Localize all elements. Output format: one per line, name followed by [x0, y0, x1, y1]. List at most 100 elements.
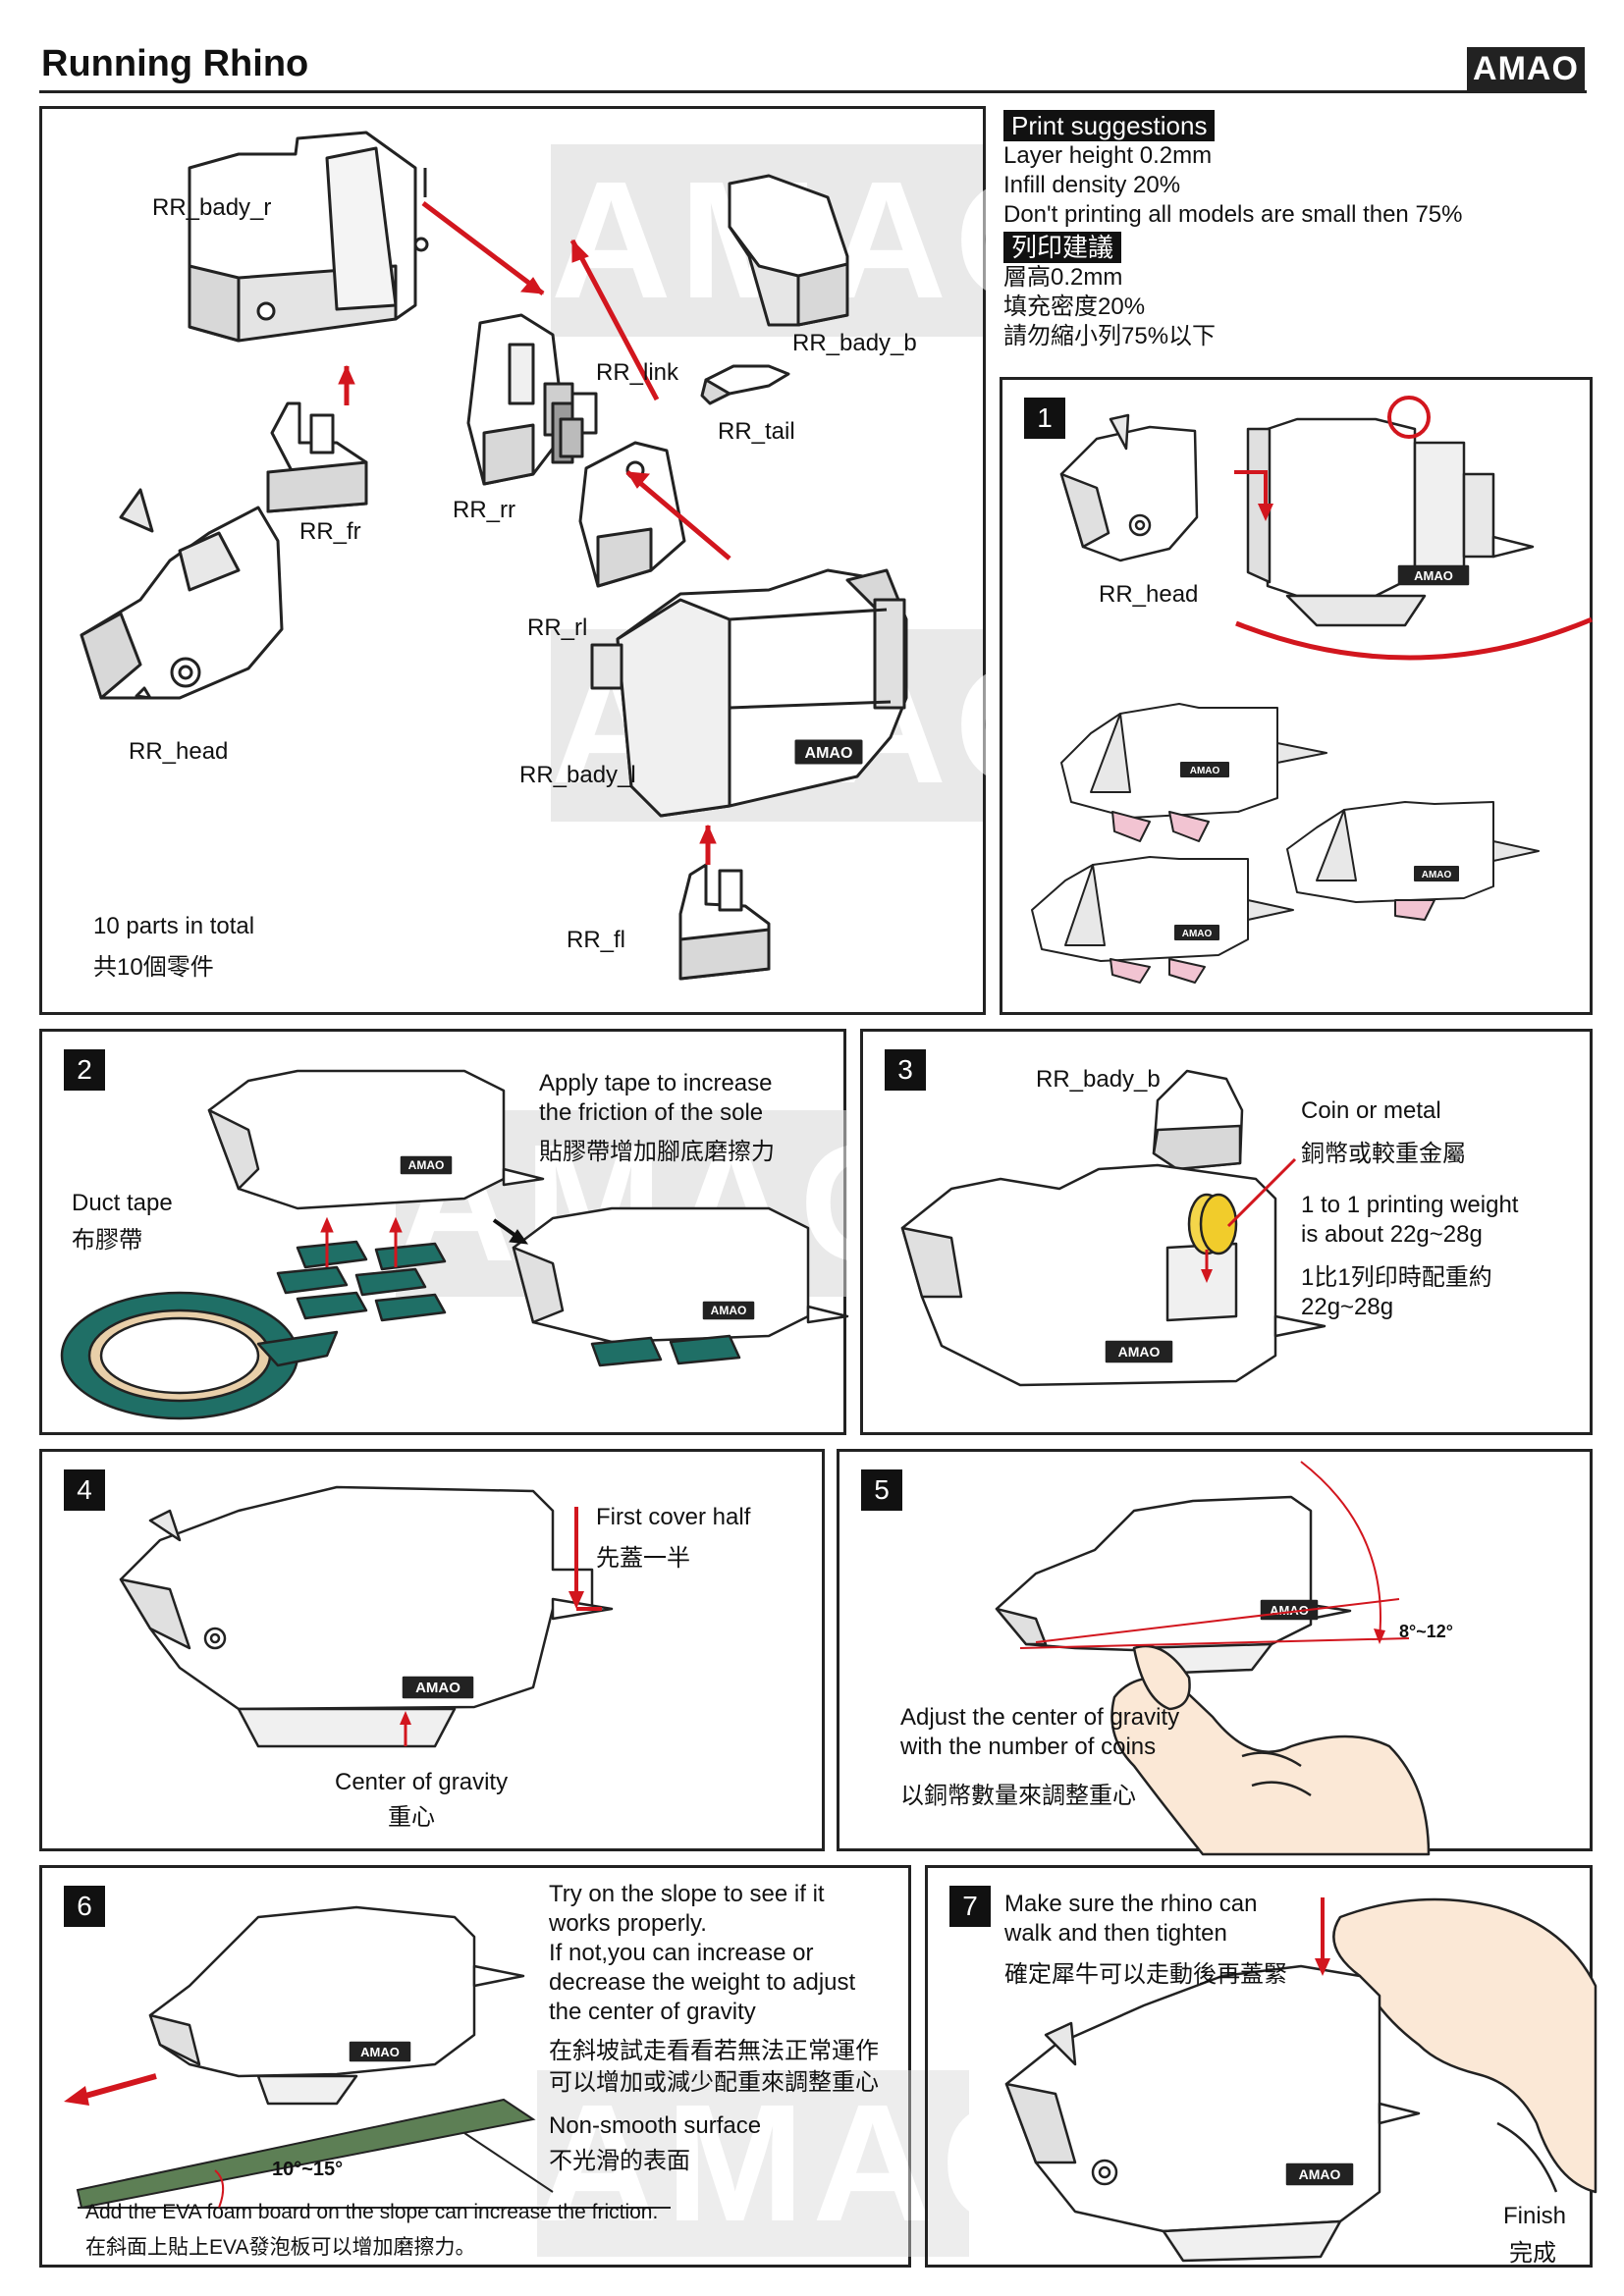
bady-l-logo: AMAO	[805, 745, 853, 762]
step-3-panel: 3 AMAO RR_bady_b Coin or metal 銅幣或較重金屬 1…	[860, 1029, 1593, 1435]
step-6-try-en: Try on the slope to see if it	[549, 1881, 825, 1907]
finish-label-en: Finish	[1503, 2203, 1567, 2229]
step-2-panel: 2 AMAO AMAO	[39, 1029, 929, 1435]
parts-total-en: 10 parts in total	[93, 913, 255, 939]
step-6-body-logo: AMAO	[360, 2045, 400, 2059]
mini-rhino-2	[1286, 801, 1540, 921]
mini-rhino-3	[1031, 856, 1294, 984]
label-bady-b: RR_bady_b	[792, 330, 917, 356]
step-7-panel: 7 AMAO Make sure the rhino can walk and …	[925, 1865, 1597, 2268]
brand-logo: AMAO	[1467, 47, 1585, 90]
coin-label-en: Coin or metal	[1301, 1097, 1441, 1124]
parts-total-zh: 共10個零件	[93, 954, 214, 981]
step-3-part-label: RR_bady_b	[1036, 1066, 1161, 1093]
step-2-bottom-logo: AMAO	[711, 1304, 747, 1317]
step-6-try-zh: 可以增加或減少配重來調整重心	[549, 2069, 879, 2096]
cog-label-zh: 重心	[388, 1804, 435, 1831]
weight-label-en: 1 to 1 printing weight	[1301, 1192, 1519, 1218]
step-5-illustration: AMAO	[995, 1461, 1431, 1856]
step-1-head-label: RR_head	[1099, 581, 1199, 608]
step-4-illustration: AMAO	[119, 1485, 614, 1748]
part-bady-l	[590, 568, 908, 818]
duct-tape-label-en: Duct tape	[72, 1190, 173, 1216]
print-line-zh: 填充密度20%	[1003, 294, 1146, 320]
step-6-try-en: works properly.	[549, 1910, 707, 1937]
part-fr	[266, 401, 368, 513]
eva-label-en: Add the EVA foam board on the slope can …	[85, 2201, 659, 2223]
weight-label-zh: 22g~28g	[1301, 1294, 1394, 1320]
angle-label: 8°~12°	[1399, 1622, 1453, 1641]
label-rr: RR_rr	[453, 497, 515, 523]
part-rl	[578, 441, 686, 588]
step-6-try-en: the center of gravity	[549, 1999, 756, 2025]
finish-label-zh: 完成	[1509, 2240, 1556, 2267]
print-suggestions: Print suggestions Layer height 0.2mm Inf…	[1003, 110, 1593, 351]
part-tail	[700, 364, 790, 405]
step-4-body-logo: AMAO	[415, 1680, 460, 1696]
label-fr: RR_fr	[299, 518, 361, 545]
step-1-illustration: AMAO	[1031, 396, 1593, 984]
print-line: Layer height 0.2mm	[1003, 142, 1213, 169]
duct-tape-label-zh: 布膠帶	[72, 1227, 142, 1254]
mini-rhino-2-logo: AMAO	[1422, 870, 1452, 881]
parts-panel: AMAO AMAO	[39, 106, 1084, 1015]
step-7-note-en: walk and then tighten	[1004, 1920, 1227, 1947]
step-6-panel: 6 AMAO AMAO Try on the slope to see if i…	[39, 1865, 1070, 2268]
adjust-label-en: Adjust the center of gravity	[900, 1704, 1180, 1731]
step-3-body-logo: AMAO	[1118, 1344, 1161, 1360]
step-2-note-en: Apply tape to increase	[539, 1070, 773, 1096]
step-5-panel: 5 AMAO 8°~12° Adjust the center of gravi…	[837, 1449, 1593, 1856]
step-4-panel: 4 AMAO First cover half 先蓋一半 Center of g…	[39, 1449, 825, 1851]
step-7-note-en: Make sure the rhino can	[1004, 1891, 1258, 1917]
cover-label-zh: 先蓋一半	[596, 1545, 690, 1572]
step-2-top-logo: AMAO	[408, 1158, 445, 1172]
cog-label-en: Center of gravity	[335, 1769, 509, 1795]
step-2-note-zh: 貼膠帶增加腳底磨擦力	[539, 1139, 775, 1165]
step-number: 6	[64, 1886, 105, 1927]
adjust-label-en: with the number of coins	[900, 1734, 1157, 1760]
step-number: 3	[885, 1049, 926, 1091]
step-7-body-logo: AMAO	[1299, 2166, 1341, 2182]
print-line: Don't printing all models are small then…	[1003, 201, 1463, 228]
step-2-illustration: AMAO AMAO	[60, 1069, 849, 1420]
print-suggestions-header: Print suggestions	[1003, 110, 1216, 141]
print-line-zh: 層高0.2mm	[1003, 264, 1123, 291]
step-number: 4	[64, 1469, 105, 1511]
part-bady-r	[188, 131, 429, 343]
step-number: 5	[861, 1469, 902, 1511]
label-rl: RR_rl	[527, 614, 588, 641]
label-fl: RR_fl	[567, 927, 626, 953]
part-fl	[678, 863, 771, 981]
print-suggestions-header-zh: 列印建議	[1003, 232, 1122, 263]
step-number: 7	[949, 1886, 991, 1927]
weight-label-zh: 1比1列印時配重約	[1301, 1264, 1492, 1291]
part-rr	[466, 313, 574, 486]
eva-label-zh: 在斜面上貼上EVA發泡板可以增加磨擦力。	[85, 2236, 476, 2259]
step-number: 2	[64, 1049, 105, 1091]
label-bady-r: RR_bady_r	[152, 194, 272, 221]
part-head	[80, 488, 284, 700]
parts-illustration: AMAO	[80, 131, 908, 981]
step-1-body-logo: AMAO	[1414, 568, 1453, 583]
step-7-illustration: AMAO	[1004, 1897, 1597, 2263]
weight-label-en: is about 22g~28g	[1301, 1221, 1483, 1248]
coin-label-zh: 銅幣或較重金屬	[1301, 1141, 1466, 1167]
adjust-label-zh: 以銅幣數量來調整重心	[900, 1783, 1136, 1809]
step-2-note-en: the friction of the sole	[539, 1099, 764, 1126]
mini-rhino-1	[1060, 703, 1327, 842]
surface-label-zh: 不光滑的表面	[549, 2148, 690, 2174]
label-tail: RR_tail	[718, 418, 795, 445]
mini-rhino-3-logo: AMAO	[1182, 929, 1213, 939]
label-link: RR_link	[596, 359, 679, 386]
page-title: Running Rhino	[41, 43, 309, 84]
step-7-note-zh: 確定犀牛可以走動後再蓋緊	[1004, 1961, 1287, 1988]
step-6-try-en: decrease the weight to adjust	[549, 1969, 856, 1996]
cover-label-en: First cover half	[596, 1504, 751, 1530]
mini-rhino-1-logo: AMAO	[1190, 766, 1220, 776]
print-line-zh: 請勿縮小列75%以下	[1003, 323, 1217, 349]
step-6-try-en: If not,you can increase or	[549, 1940, 814, 1966]
label-head: RR_head	[129, 738, 229, 765]
step-6-illustration: AMAO	[64, 1905, 671, 2210]
slope-angle-label: 10°~15°	[272, 2159, 344, 2180]
step-3-illustration: AMAO	[900, 1069, 1326, 1387]
